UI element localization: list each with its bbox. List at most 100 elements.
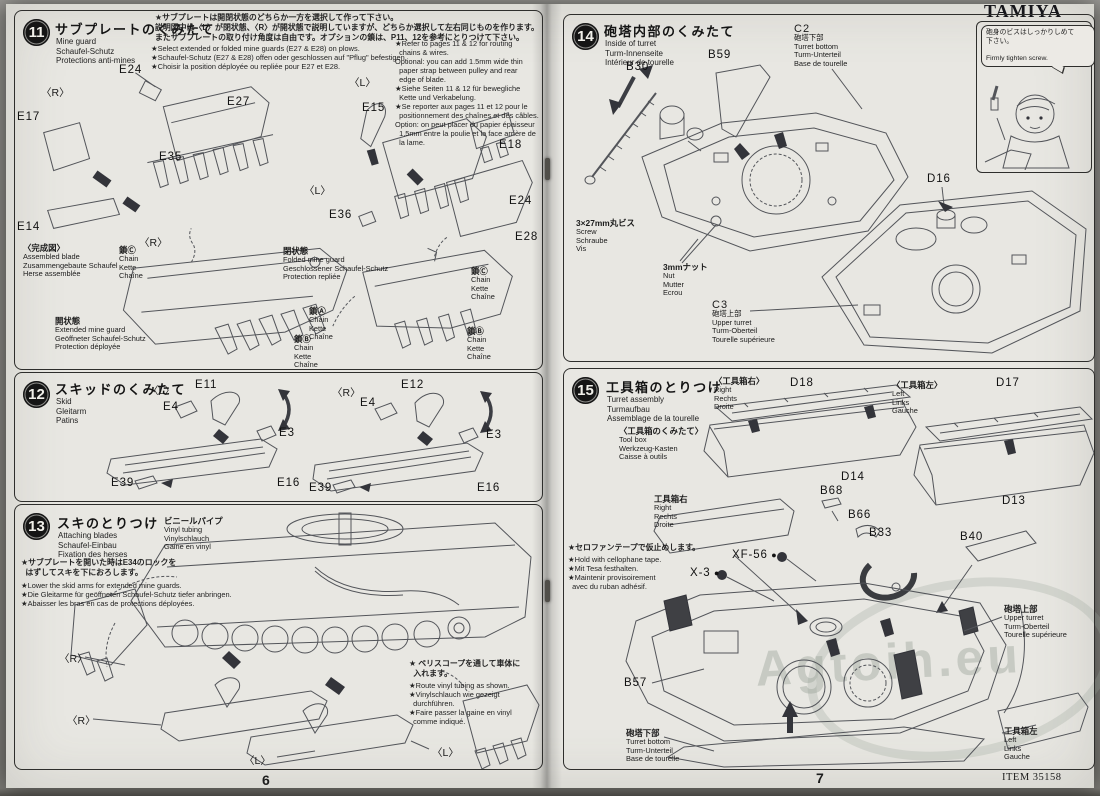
speech-bubble: 砲身のビスはしっかりしめて 下さい。 Firmly tighten screw.	[981, 25, 1095, 68]
part-label: XF-56	[732, 549, 778, 561]
modeler-illustration-box: 砲身のビスはしっかりしめて 下さい。 Firmly tighten screw.	[976, 21, 1095, 173]
caption-label: 〈工具箱右〉 Right Rechts Droite	[714, 376, 765, 412]
step-13-panel: 13 スキのとりつけ Attaching blades Schaufel-Ein…	[14, 504, 543, 770]
modeler-illustration	[984, 85, 1070, 170]
caption-label: 開状態 Extended mine guard Geöffneter Schau…	[55, 316, 146, 352]
step-11-title-langs: Mine guard Schaufel-Schutz Protections a…	[56, 37, 136, 66]
part-label: 〈R〉	[332, 387, 361, 399]
step-13-periscope-note-jp: ★ ペリスコープを通して車体に 入れます。	[409, 659, 521, 678]
step-13-badge: 13	[23, 513, 50, 540]
part-label: E3	[279, 427, 295, 439]
part-label: E4	[163, 401, 179, 413]
mine-guard-diagram	[43, 72, 533, 355]
part-label: D18	[790, 377, 814, 389]
item-number: ITEM 35158	[1002, 772, 1062, 783]
part-label: E3	[486, 429, 502, 441]
page-gutter	[532, 4, 562, 788]
caption-label: ビニールパイプ Vinyl tubing Vinylschlauch Gaine…	[164, 516, 223, 552]
step-12-title-langs: Skid Gleitarm Patins	[56, 397, 87, 426]
caption-label: 鎖Ⓑ Chain Kette Chaîne	[294, 334, 318, 370]
step-12-badge: 12	[23, 381, 50, 408]
caption-label: 工具箱左 Left Links Gauche	[1004, 726, 1038, 762]
step-14-title-langs: Inside of turret Turm-Innenseite Intérie…	[605, 39, 674, 68]
part-label: B66	[848, 509, 872, 521]
step-15-badge: 15	[572, 377, 599, 404]
hull-attachment-diagram	[70, 512, 540, 769]
step-14-title-jp: 砲塔内部のくみたて	[604, 24, 736, 39]
caption-label: 閉状態 Folded mine guard Geschlossener Scha…	[283, 246, 389, 282]
part-label: 〈L〉	[432, 747, 459, 759]
caption-label: 〈完成図〉 Assembled blade Zusammengebaute Sc…	[23, 243, 118, 279]
caption-label: 鎖Ⓑ Chain Kette Chaîne	[467, 326, 491, 362]
part-label: 〈L〉	[244, 755, 271, 767]
part-label: E16	[277, 477, 301, 489]
page-number-right: 7	[816, 770, 824, 786]
part-label: B40	[960, 531, 984, 543]
part-label: B33	[869, 527, 893, 539]
step-14-badge: 14	[572, 23, 599, 50]
caption-label: C3 砲塔上部 Upper turret Turm-Oberteil Toure…	[712, 299, 775, 345]
part-label: E17	[17, 111, 41, 123]
staple-bottom	[545, 580, 550, 602]
tamiya-logo: TAMIYA	[984, 1, 1063, 21]
step-12-title-jp: スキッドのくみたて	[55, 382, 187, 397]
part-label: 〈R〉	[67, 715, 96, 727]
caption-label: 3mmナット Nut Mutter Ecrou	[663, 262, 708, 298]
part-label: E39	[111, 477, 135, 489]
part-label: D13	[1002, 495, 1026, 507]
part-label: 〈R〉	[41, 87, 70, 99]
part-label: B59	[708, 49, 732, 61]
part-label: E15	[362, 102, 386, 114]
step-11-title-jp: サブプレートのくみたて	[55, 22, 216, 37]
part-label: E35	[159, 151, 183, 163]
part-label: 〈L〉	[349, 77, 376, 89]
part-label: D16	[927, 173, 951, 185]
page-number-left: 6	[262, 772, 270, 788]
step-11-note-routing: ★Refer to pages 11 & 12 for routing chai…	[395, 39, 539, 147]
part-label: 〈L〉	[148, 385, 175, 397]
step-11-panel: 11 サブプレートのくみたて Mine guard Schaufel-Schut…	[14, 10, 543, 370]
step-13-title-jp: スキのとりつけ	[57, 516, 159, 531]
step-11-note-jp: ★サブプレートは開閉状態のどちらか一方を選択して作って下さい。 説明図中は〈L〉…	[155, 13, 539, 42]
part-label: B57	[624, 677, 648, 689]
caption-label: 鎖Ⓒ Chain Kette Chaîne	[471, 266, 495, 302]
step-14-panel: 14 砲塔内部のくみたて Inside of turret Turm-Innen…	[563, 14, 1095, 362]
caption-label: 〈工具箱のくみたて〉 Tool box Werkzeug-Kasten Cais…	[619, 426, 704, 462]
step-12-panel: 12 スキッドのくみたて Skid Gleitarm Patins 〈L〉 E11…	[14, 372, 543, 502]
step-13-note-langs: ★Lower the skid arms for extended mine g…	[21, 581, 232, 608]
part-label: D17	[996, 377, 1020, 389]
part-label: E11	[195, 379, 218, 391]
caption-label: 鎖Ⓐ Chain Kette Chaîne	[309, 306, 333, 342]
step-13-periscope-note-langs: ★Route vinyl tubing as shown. ★Vinylschl…	[409, 681, 512, 726]
caption-label: C2 砲塔下部 Turret bottom Turm-Unterteil Bas…	[794, 23, 848, 69]
part-label: 〈L〉	[304, 185, 331, 197]
caption-label: 〈工具箱左〉 Left Links Gauche	[892, 380, 943, 416]
step-15-title-jp: 工具箱のとりつけ	[606, 380, 723, 395]
part-label: E4	[360, 397, 376, 409]
step-15-panel: 15 工具箱のとりつけ Turret assembly Turmaufbau A…	[563, 368, 1095, 770]
part-label: E36	[329, 209, 353, 221]
caption-label: 砲塔下部 Turret bottom Turm-Unterteil Base d…	[626, 728, 680, 764]
part-label: E16	[477, 482, 501, 494]
skid-diagram	[106, 389, 493, 494]
caption-label: 砲塔上部 Upper turret Turm-Oberteil Tourelle…	[1004, 604, 1067, 640]
toolbox-turret-diagram	[625, 384, 1094, 768]
caption-label: 鎖Ⓒ Chain Kette Chaîne	[119, 245, 143, 281]
part-label: E24	[119, 64, 143, 76]
part-label: D14	[841, 471, 865, 483]
part-label: E28	[515, 231, 539, 243]
caption-label: 3×27mm丸ビス Screw Schraube Vis	[576, 218, 635, 254]
step-15-tape-note-langs: ★Hold with cellophane tape. ★Mit Tesa fe…	[568, 555, 662, 591]
part-label: 〈R〉	[59, 653, 88, 665]
part-label: E24	[509, 195, 533, 207]
part-label: E14	[17, 221, 41, 233]
step-15-tape-note-jp: ★セロファンテープで仮止めします。	[568, 543, 701, 552]
part-label: E18	[499, 139, 523, 151]
part-label: B30	[626, 61, 650, 73]
turret-inside-diagram	[584, 64, 1087, 354]
caption-label: 工具箱右 Right Rechts Droite	[654, 494, 688, 530]
part-label: 〈R〉	[139, 237, 168, 249]
part-label: E12	[401, 379, 425, 391]
step-11-badge: 11	[23, 19, 50, 46]
